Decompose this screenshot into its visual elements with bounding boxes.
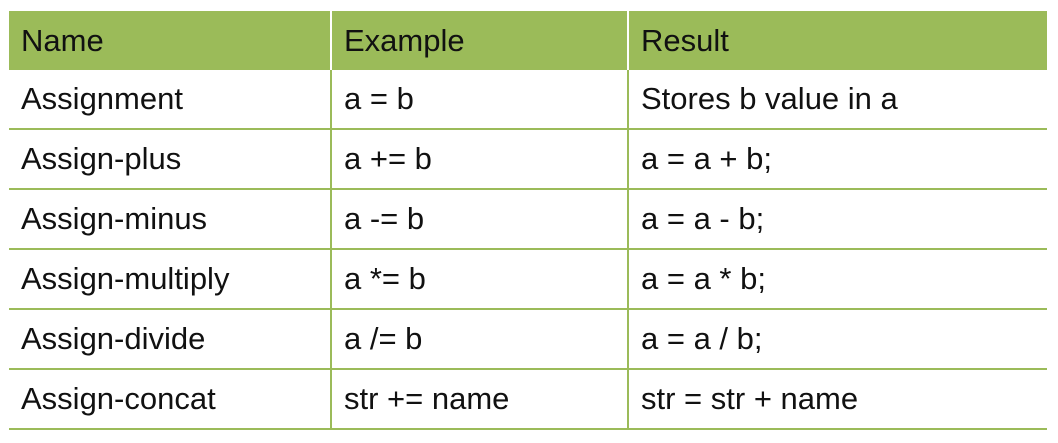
table-row: Assign-concat str += name str = str + na… [9,369,1047,430]
cell-example: a = b [330,70,629,130]
cell-name: Assign-minus [9,189,332,250]
cell-example: a *= b [330,249,629,310]
table-row: Assign-minus a -= b a = a - b; [9,189,1047,250]
cell-example: a -= b [330,189,629,250]
table-header: Name Example Result [9,11,1047,70]
cell-name: Assign-multiply [9,249,332,310]
cell-result: a = a * b; [627,249,1047,310]
table-row: Assign-divide a /= b a = a / b; [9,309,1047,370]
cell-result: a = a - b; [627,189,1047,250]
table-row: Assign-multiply a *= b a = a * b; [9,249,1047,310]
cell-name: Assignment [9,70,332,130]
cell-result: Stores b value in a [627,70,1047,130]
header-name: Name [9,11,332,70]
cell-example: a /= b [330,309,629,370]
cell-result: a = a / b; [627,309,1047,370]
assignment-operators-table: Name Example Result Assignment a = b Sto… [9,11,1047,430]
table-row: Assignment a = b Stores b value in a [9,70,1047,130]
header-row: Name Example Result [9,11,1047,70]
cell-name: Assign-plus [9,129,332,190]
header-example: Example [330,11,629,70]
table-body: Assignment a = b Stores b value in a Ass… [9,70,1047,430]
cell-name: Assign-concat [9,369,332,430]
cell-example: str += name [330,369,629,430]
table-row: Assign-plus a += b a = a + b; [9,129,1047,190]
cell-result: str = str + name [627,369,1047,430]
cell-result: a = a + b; [627,129,1047,190]
header-result: Result [627,11,1047,70]
cell-name: Assign-divide [9,309,332,370]
cell-example: a += b [330,129,629,190]
